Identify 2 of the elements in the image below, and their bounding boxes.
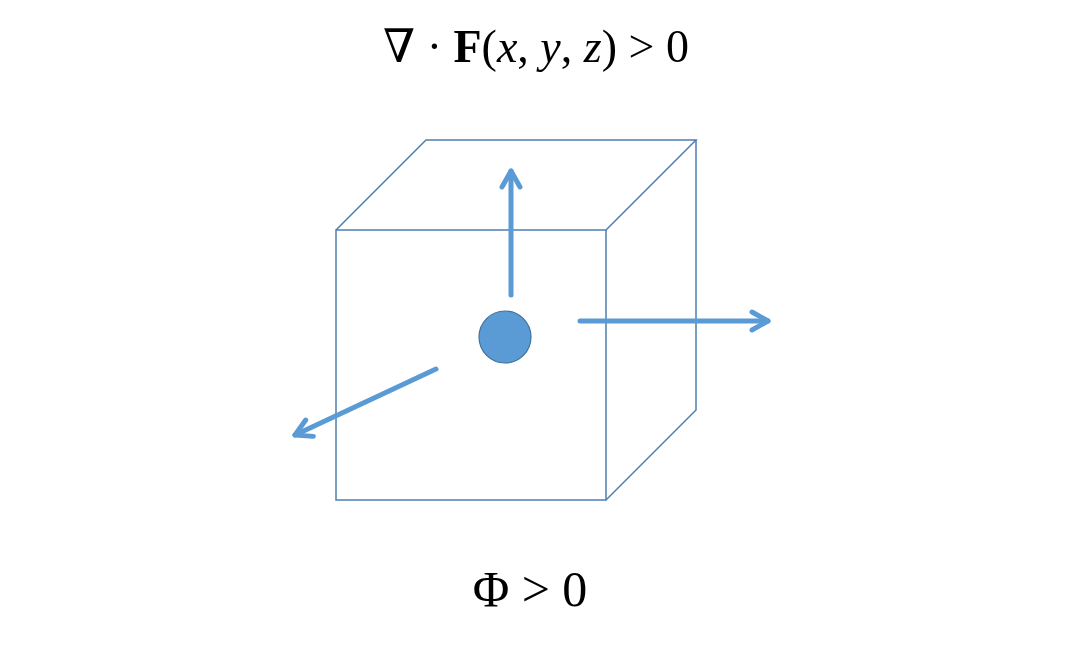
divergence-formula: ∇ · F(x, y, z) > 0 <box>383 24 689 70</box>
flux-formula: Φ > 0 <box>472 564 588 614</box>
